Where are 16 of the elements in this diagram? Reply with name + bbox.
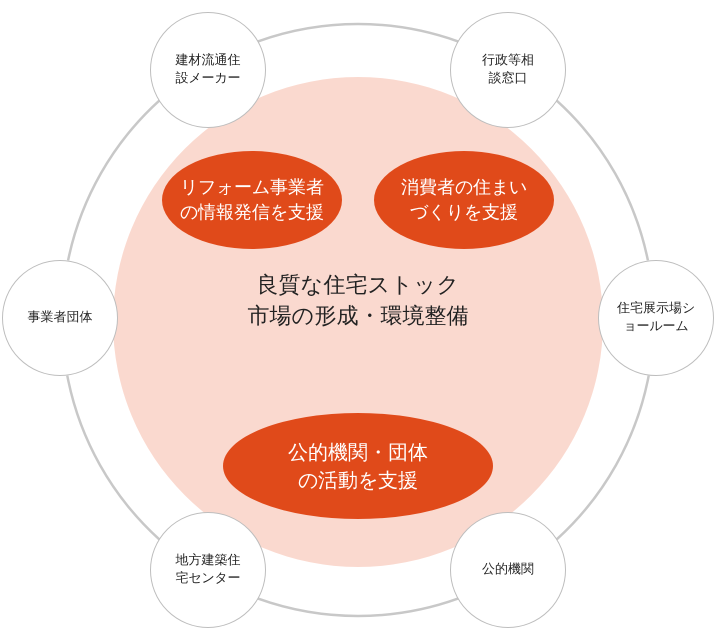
node-label: 事業者団体 (26, 308, 94, 327)
node-label: 地方建築住宅センター (174, 552, 242, 588)
node-label: 公的機関・団体の活動を支援 (287, 439, 429, 494)
node-label: 建材流通住設メーカー (174, 52, 242, 88)
ring-connector (66, 375, 160, 540)
node-label: 良質な住宅ストック市場の形成・環境整備 (246, 272, 470, 331)
node-label: 消費者の住まいづくりを支援 (400, 176, 528, 225)
node-label: 公的機関 (481, 560, 535, 579)
node-label: 住宅展示場ショールーム (616, 300, 696, 336)
node-label: 行政等相談窓口 (481, 52, 535, 88)
ring-connector (66, 100, 160, 261)
ring-connector (258, 597, 458, 618)
ring-connector (556, 100, 650, 261)
node-label: リフォーム事業者の情報発信を支援 (179, 176, 325, 225)
ring-connector (258, 22, 458, 43)
ring-connector (556, 375, 650, 540)
